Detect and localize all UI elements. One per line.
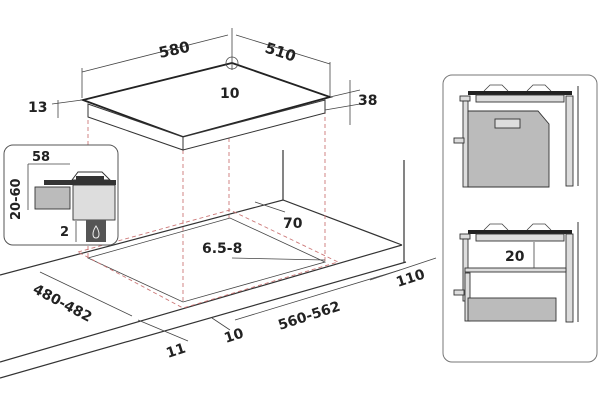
dim-580: 580	[157, 38, 191, 62]
inset-dim-20-60: 20-60	[9, 178, 24, 220]
inset-installation-options: 20	[442, 74, 598, 363]
inset-dim-2: 2	[60, 225, 69, 240]
dim-480-482: 480-482	[30, 281, 94, 325]
hob	[79, 56, 334, 151]
option-over-drawer: 20	[453, 222, 579, 323]
dim-13: 13	[28, 100, 47, 116]
dim-10-rear: 10	[220, 86, 240, 102]
dim-38: 38	[358, 93, 377, 109]
option-over-oven	[453, 84, 579, 188]
dimension-lines	[39, 28, 437, 342]
cutout-outline	[76, 209, 340, 309]
inset-burner-detail: 58 20-60 2	[3, 144, 119, 246]
dim-10-front: 10	[222, 325, 246, 346]
dim-11: 11	[164, 341, 187, 362]
dim-510: 510	[263, 39, 298, 66]
dim-6-5-8: 6.5-8	[202, 241, 242, 257]
dim-70: 70	[283, 216, 303, 232]
worktop	[0, 150, 407, 379]
dim-560-562: 560-562	[276, 299, 342, 334]
inset-dim-20: 20	[505, 249, 525, 265]
gas-flame-icon	[92, 225, 100, 239]
inset-dim-58: 58	[32, 150, 50, 165]
